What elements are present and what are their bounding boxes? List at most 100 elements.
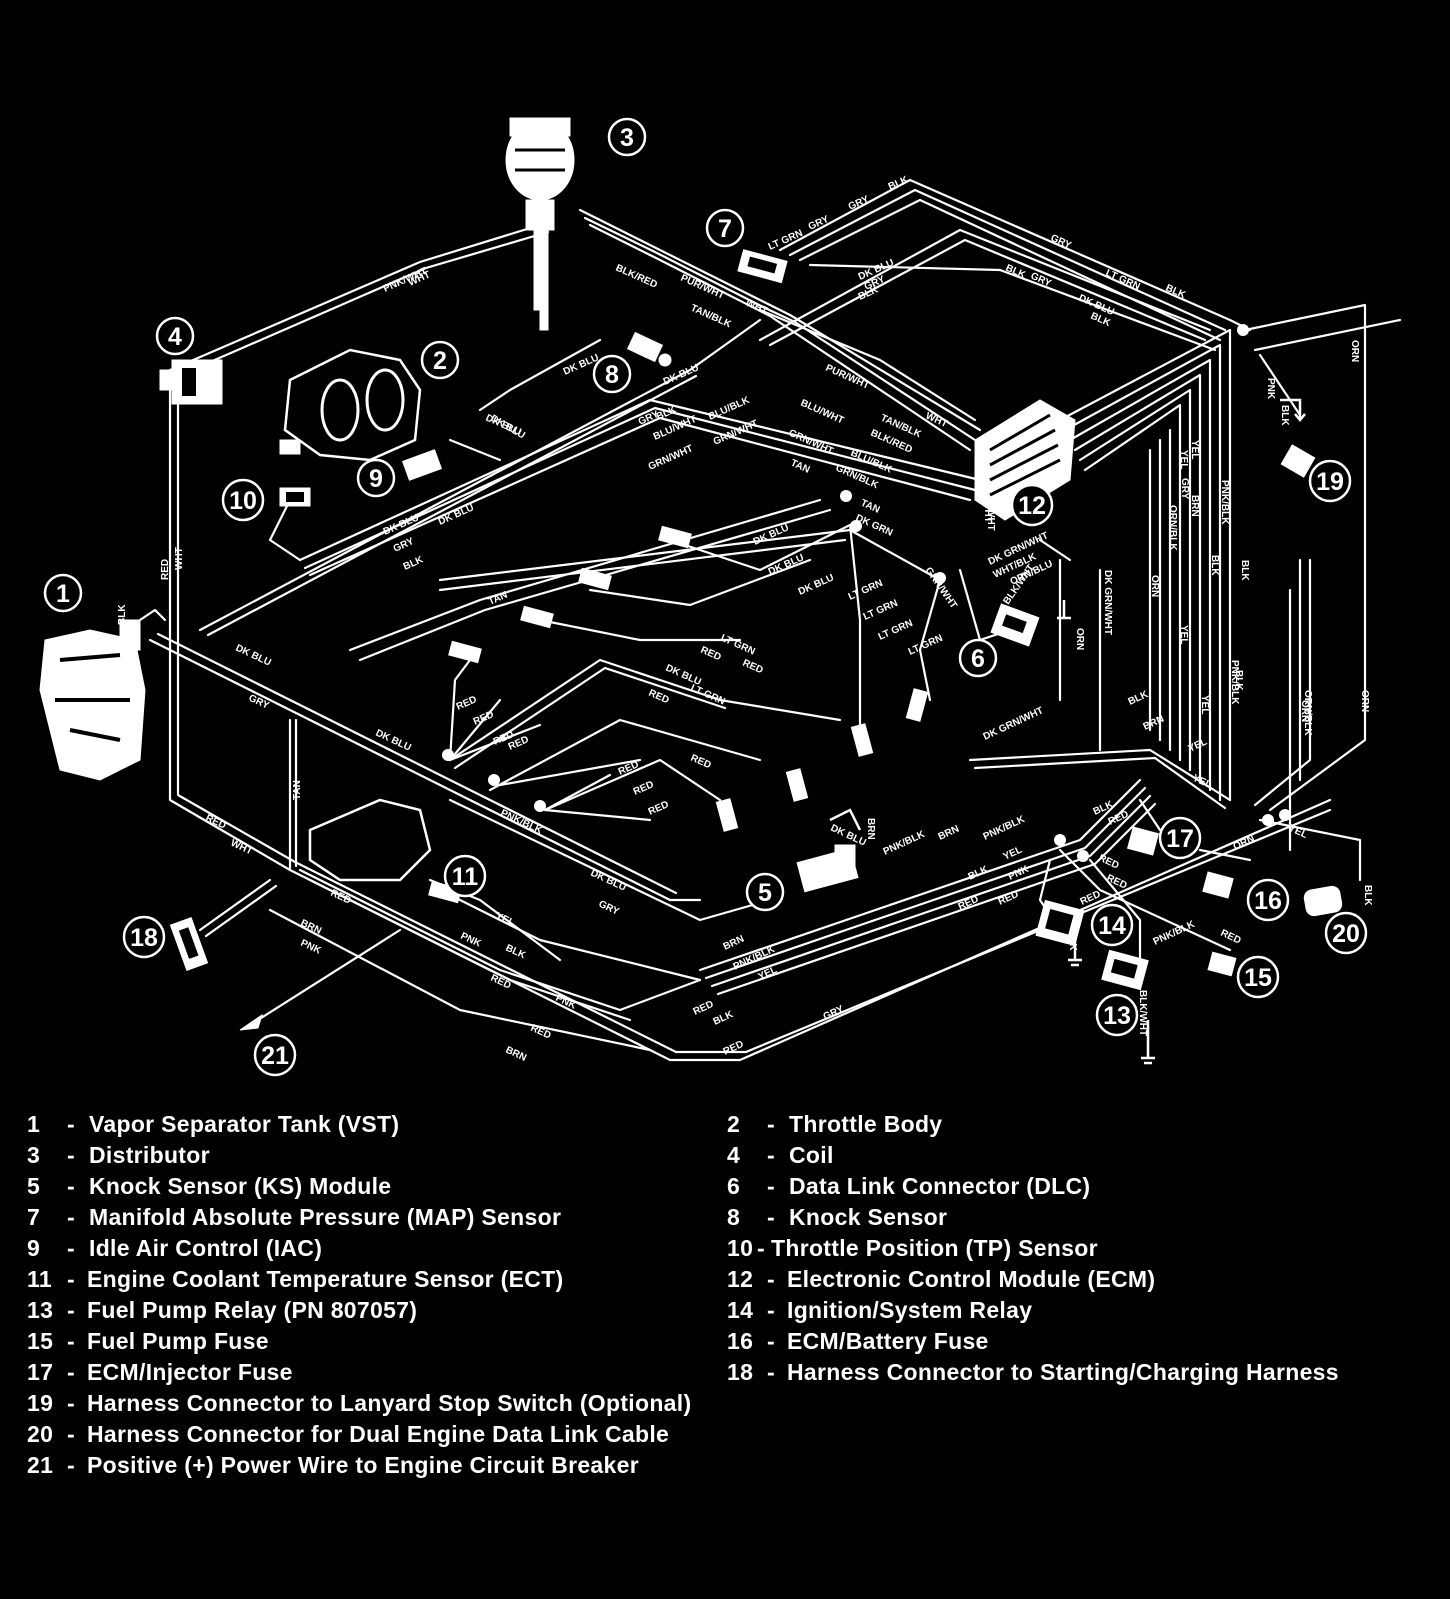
starter-motor bbox=[308, 798, 432, 882]
svg-text:11: 11 bbox=[452, 863, 479, 891]
wire-label: GRY bbox=[247, 693, 271, 712]
svg-text:3: 3 bbox=[620, 124, 634, 152]
svg-text:10: 10 bbox=[229, 487, 257, 515]
legend-item: 8-Knock Sensor bbox=[727, 1204, 948, 1230]
wire-label: GRY bbox=[1049, 233, 1073, 252]
wire-label: RED bbox=[489, 973, 513, 992]
wire-label: DK BLU bbox=[374, 728, 413, 754]
wire-label: BLK bbox=[504, 943, 528, 962]
wire-label: BLK bbox=[1067, 930, 1078, 951]
wire-label: RED bbox=[997, 889, 1021, 908]
svg-text:15: 15 bbox=[1244, 964, 1272, 992]
wire-label: DK GRN/WHT bbox=[982, 705, 1046, 742]
wire-label: TAN bbox=[859, 498, 882, 516]
wire-label: DK GRN/WHT bbox=[1102, 570, 1113, 635]
dual-engine-data-link-connector bbox=[1303, 885, 1343, 917]
legend-item: 20-Harness Connector for Dual Engine Dat… bbox=[27, 1421, 670, 1447]
splice-node bbox=[850, 520, 862, 532]
wire-label: PNK bbox=[299, 938, 323, 957]
wire-label: BLK bbox=[1233, 670, 1244, 691]
legend-item: 15-Fuel Pump Fuse bbox=[27, 1328, 269, 1354]
wire-label: RED bbox=[722, 1039, 746, 1058]
wire-label: BLK bbox=[1279, 405, 1290, 426]
wire-labels: PNK/WHT WHT RED WHT BLK DK BLU GRY DK BL… bbox=[117, 174, 1373, 1064]
throttle-body bbox=[279, 348, 422, 462]
wire-label: RED bbox=[160, 559, 171, 580]
wire-label: RED bbox=[329, 888, 353, 907]
callout-5: 5 bbox=[745, 872, 785, 912]
injector bbox=[905, 688, 929, 722]
wire-label: RED bbox=[204, 813, 228, 832]
callout-2: 2 bbox=[420, 340, 460, 380]
svg-text:6: 6 bbox=[971, 645, 985, 673]
wire-label: TAN bbox=[292, 780, 303, 800]
svg-text:18: 18 bbox=[130, 924, 158, 952]
wire-label: LT GRN bbox=[767, 228, 805, 253]
wire-label: BLK bbox=[1164, 283, 1188, 302]
legend-item: 10-Throttle Position (TP) Sensor bbox=[727, 1235, 1098, 1261]
wire-label: RED bbox=[741, 658, 765, 677]
callout-18: 18 bbox=[122, 915, 166, 959]
wire-label: WHT bbox=[982, 500, 993, 523]
legend-item: 6-Data Link Connector (DLC) bbox=[727, 1173, 1091, 1199]
wire-label: LT GRN bbox=[877, 618, 915, 643]
starting-charging-harness-connector bbox=[169, 917, 209, 971]
wire-label: DK BLU bbox=[234, 643, 273, 669]
wire-label: GRY bbox=[392, 536, 416, 555]
callout-11: 11 bbox=[443, 854, 487, 898]
wire-label: LT GRN bbox=[719, 633, 757, 658]
wire-label: ORN bbox=[1349, 340, 1360, 362]
splice-node bbox=[534, 800, 546, 812]
wire-label: YEL bbox=[1199, 695, 1210, 714]
svg-text:21: 21 bbox=[261, 1042, 289, 1070]
wire-label: RED bbox=[529, 1023, 553, 1042]
wire-label: WHT bbox=[985, 508, 996, 531]
component-legend: 1-Vapor Separator Tank (VST) 2-Throttle … bbox=[0, 1110, 1450, 1490]
wire-label: BLK bbox=[117, 604, 128, 625]
callout-13: 13 bbox=[1095, 993, 1139, 1037]
distributor bbox=[505, 117, 575, 331]
wire-label: BRN bbox=[865, 818, 876, 840]
wiring-diagram: PNK/WHT WHT RED WHT BLK DK BLU GRY DK BL… bbox=[39, 117, 1402, 1077]
wire-label: RED bbox=[617, 759, 641, 778]
ground-symbols bbox=[1057, 600, 1155, 1065]
coil bbox=[159, 359, 223, 405]
wire-label: BLU/WHT bbox=[799, 398, 846, 427]
wire-label: RED bbox=[647, 799, 671, 818]
wire-label: TAN bbox=[789, 458, 812, 476]
svg-text:13: 13 bbox=[1103, 1002, 1131, 1030]
svg-text:9: 9 bbox=[369, 465, 383, 493]
injector bbox=[520, 605, 554, 629]
callout-17: 17 bbox=[1158, 816, 1202, 860]
wire-label: GRN/WHT bbox=[647, 443, 695, 472]
wire-label: WHT bbox=[174, 547, 185, 570]
ignition-system-relay bbox=[1035, 899, 1085, 947]
splice-node bbox=[1077, 850, 1089, 862]
svg-text:4: 4 bbox=[168, 323, 182, 351]
injector bbox=[658, 525, 692, 549]
svg-text:16: 16 bbox=[1254, 887, 1282, 915]
splice-node bbox=[1237, 324, 1249, 336]
legend-item: 11-Engine Coolant Temperature Sensor (EC… bbox=[27, 1266, 564, 1292]
wire-label: BLK bbox=[1362, 885, 1373, 906]
wire-label: LT GRN bbox=[907, 633, 945, 658]
wire-label: YEL bbox=[1178, 625, 1189, 644]
legend-item: 17-ECM/Injector Fuse bbox=[27, 1359, 293, 1385]
wire-label: PNK/BLK bbox=[1219, 480, 1230, 525]
wire-label: PNK bbox=[459, 931, 483, 950]
callout-7: 7 bbox=[705, 208, 745, 248]
wire-label: BLK bbox=[402, 554, 426, 573]
callout-14: 14 bbox=[1090, 903, 1134, 947]
knock-sensor bbox=[626, 331, 672, 367]
wire-label: RED bbox=[957, 894, 981, 913]
wire-label: RED bbox=[1105, 873, 1129, 892]
injector bbox=[850, 723, 874, 757]
wire-label: BRN bbox=[1189, 495, 1200, 517]
wire-label: ORN/BLK bbox=[1167, 505, 1178, 551]
wire-label: RED bbox=[455, 694, 479, 713]
wire-label: WHT bbox=[229, 838, 254, 858]
wire-label: PNK/BLK bbox=[882, 829, 928, 858]
callout-4: 4 bbox=[155, 316, 195, 356]
wire-label: BLK/WHT bbox=[1137, 990, 1148, 1036]
splice-node bbox=[934, 572, 946, 584]
